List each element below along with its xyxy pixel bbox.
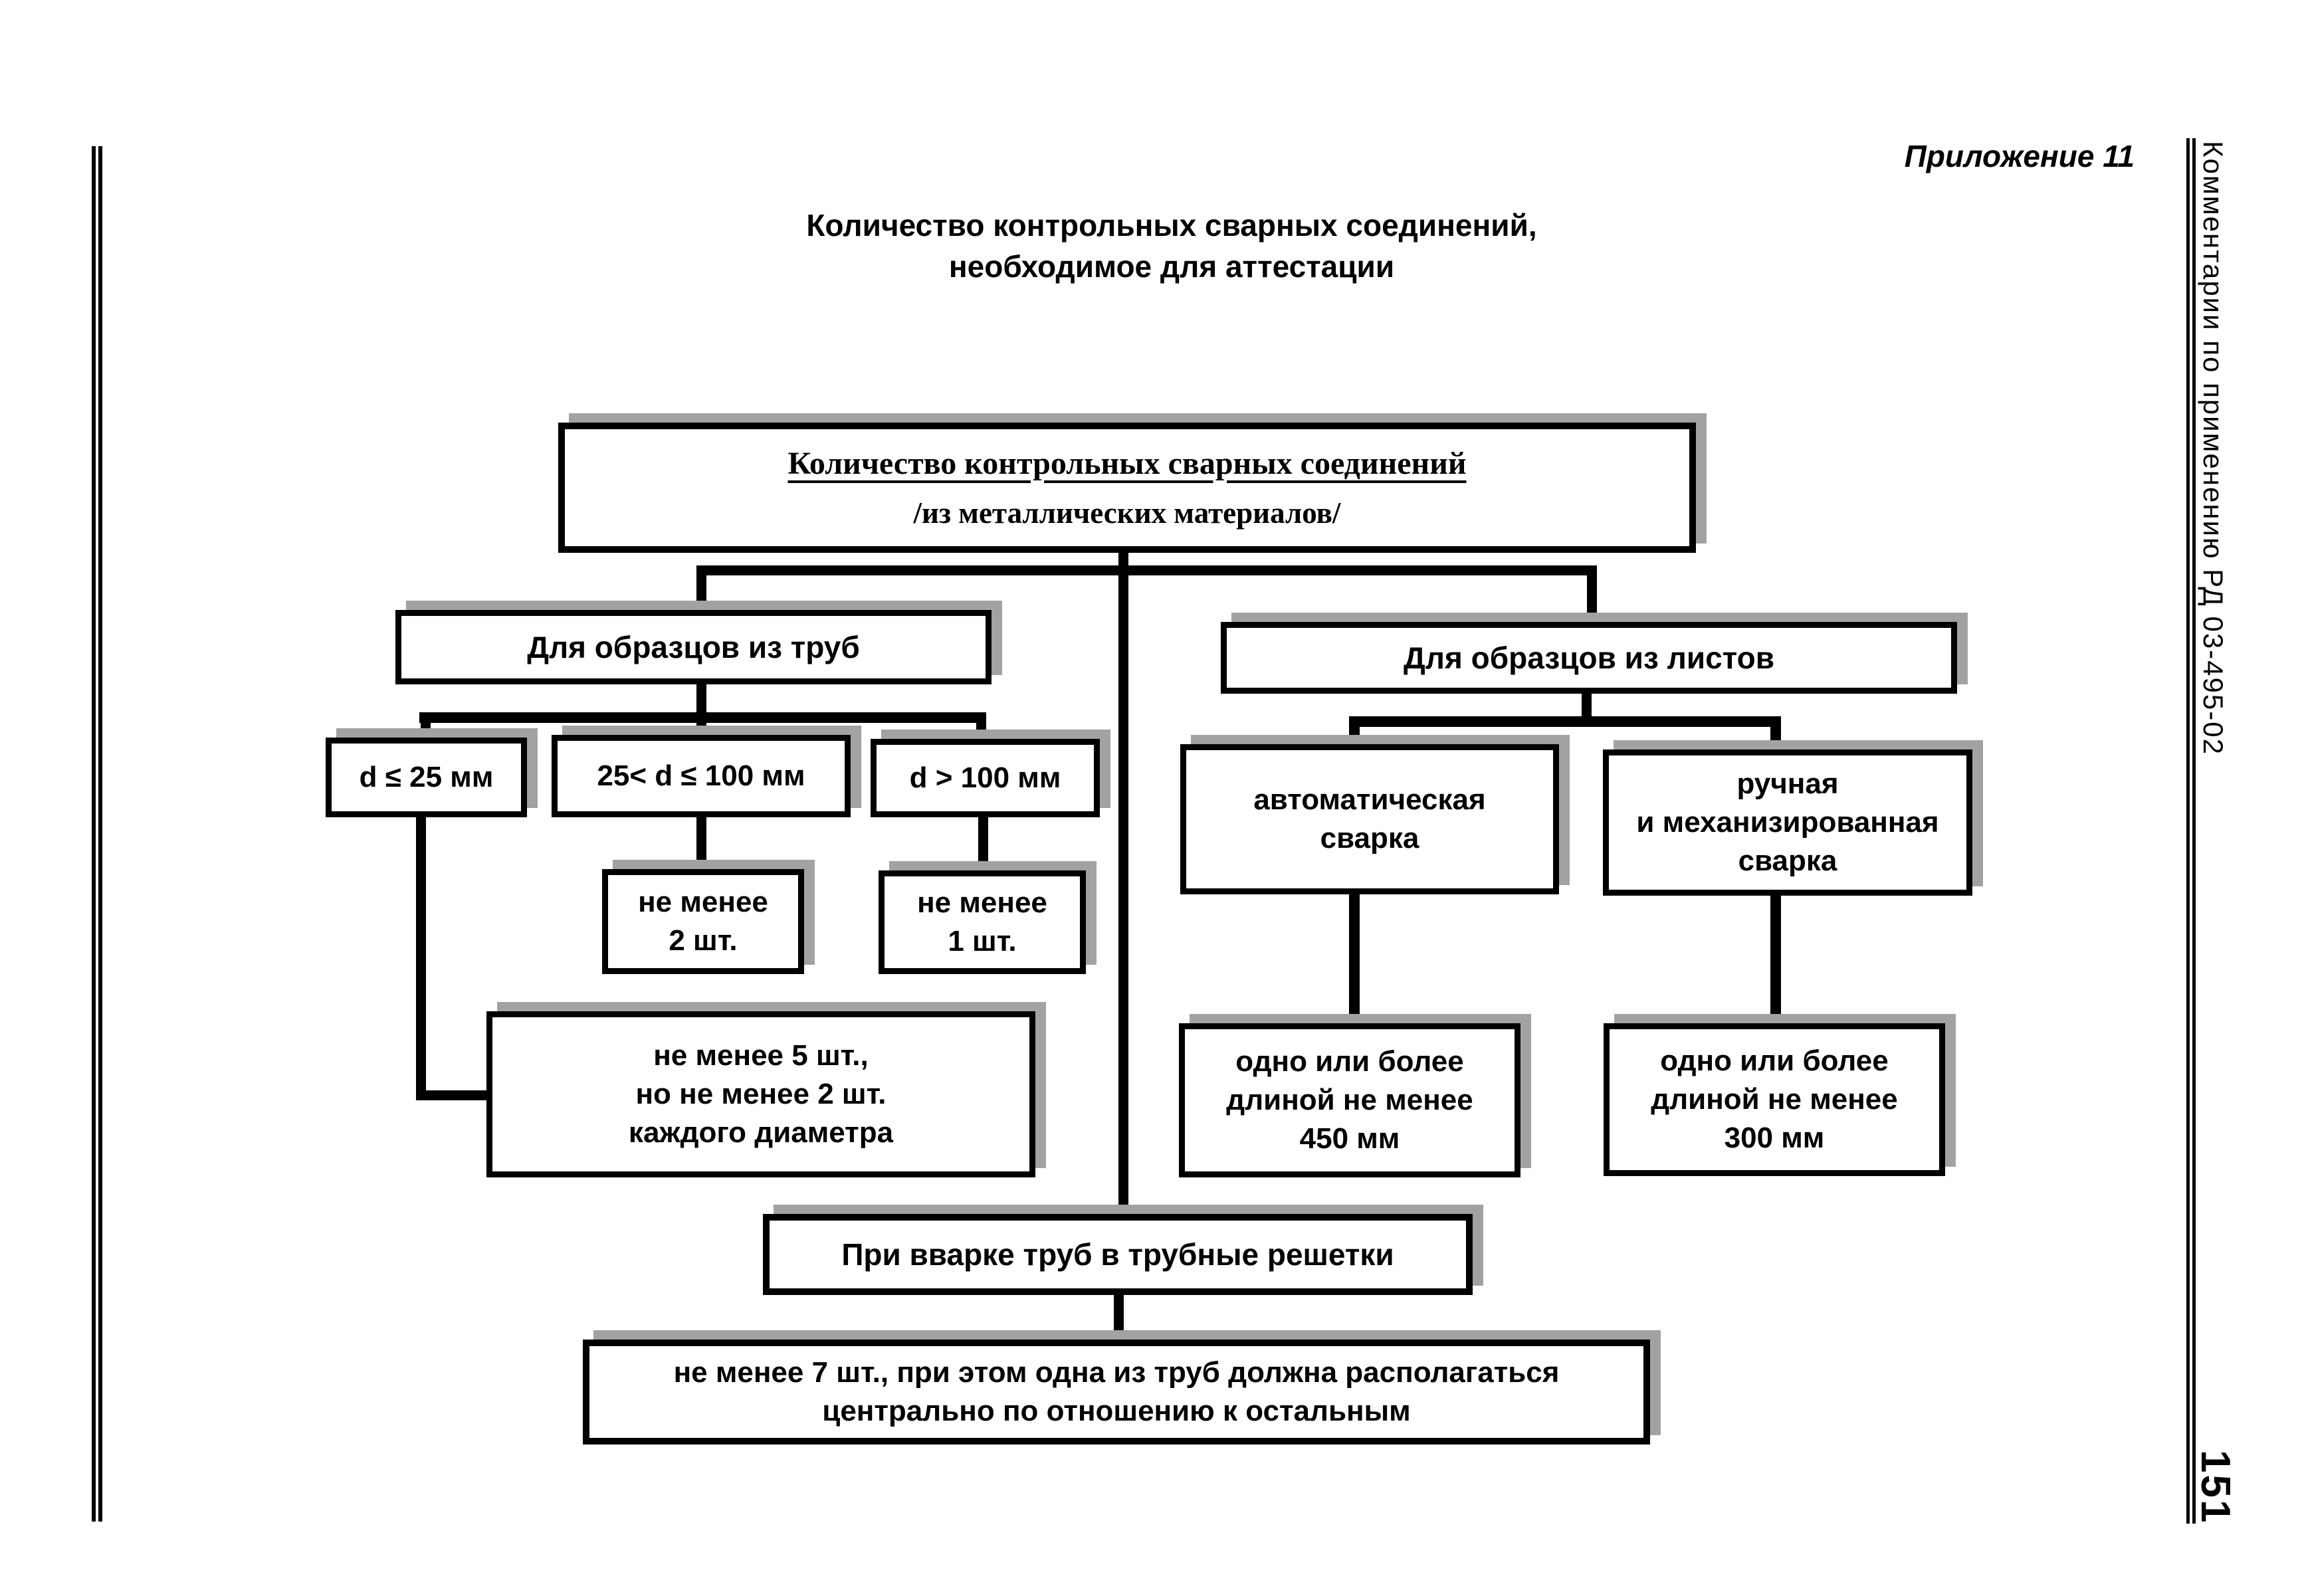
connector-manual-down [1770, 892, 1781, 1026]
connector-auto-down [1349, 890, 1360, 1026]
connector-drop-d25 [421, 718, 431, 742]
connector-d25-down [416, 813, 426, 1100]
right-double-rule-outer [2186, 138, 2190, 1524]
flowchart-box-min-5: не менее 5 шт., но не менее 2 шт. каждог… [486, 1011, 1035, 1177]
connector-level1-bar [696, 565, 1597, 575]
page-number: 151 [2192, 1450, 2238, 1525]
connector-to-min2 [696, 812, 706, 873]
flowchart-box-d-le-25: d ≤ 25 мм [326, 738, 527, 817]
connector-tubes-out [696, 679, 706, 716]
flowchart-box-min-1: не менее 1 шт. [879, 870, 1086, 974]
flowchart-box-tubes-header: Для образцов из труб [395, 610, 992, 684]
connector-central-trunk [1118, 549, 1128, 1215]
root-title: Количество контрольных сварных соединени… [787, 445, 1467, 481]
flowchart-box-auto-requirement: одно или более длиной не менее 450 мм [1179, 1023, 1520, 1177]
connector-drop-d25-100 [696, 718, 706, 739]
flowchart-box-d-25-100: 25< d ≤ 100 мм [552, 735, 851, 817]
flowchart-box-manual-welding: ручная и механизированная сварка [1603, 749, 1972, 896]
connector-drop-sheets [1587, 568, 1597, 627]
connector-to-min1 [978, 813, 988, 874]
left-double-rule-inner [98, 146, 102, 1522]
right-double-rule-inner [2192, 138, 2196, 1524]
root-subtitle: /из металлических материалов/ [913, 496, 1341, 530]
flowchart-box-sheets-header: Для образцов из листов [1221, 622, 1957, 694]
page-title: Количество контрольных сварных соединени… [806, 208, 1537, 284]
appendix-label: Приложение 11 [1904, 139, 2135, 173]
connector-d25-elbow [416, 1090, 492, 1100]
connector-drop-manual [1770, 722, 1781, 756]
connector-drop-d100 [976, 718, 986, 743]
flowchart-box-root: Количество контрольных сварных соединени… [558, 423, 1696, 553]
left-double-rule-outer [92, 146, 96, 1522]
flowchart-box-manual-requirement: одно или более длиной не менее 300 мм [1604, 1023, 1945, 1176]
connector-sheets-out [1582, 690, 1592, 720]
flowchart-box-tube-grid-header: При вварке труб в трубные решетки [763, 1214, 1473, 1295]
connector-drop-auto [1349, 722, 1360, 749]
connector-sheets-bar [1349, 716, 1781, 727]
connector-grid-to-final [1114, 1290, 1124, 1342]
flowchart-box-tube-grid-requirement: не менее 7 шт., при этом одна из труб до… [583, 1340, 1650, 1445]
flowchart-box-auto-welding: автоматическая сварка [1180, 744, 1559, 894]
sidebar-margin-text: Комментарии по применению РД 03-495-02 [2198, 141, 2229, 755]
flowchart-box-min-2: не менее 2 шт. [602, 869, 804, 974]
connector-drop-tubes [696, 568, 706, 613]
flowchart-box-d-gt-100: d > 100 мм [871, 739, 1100, 817]
